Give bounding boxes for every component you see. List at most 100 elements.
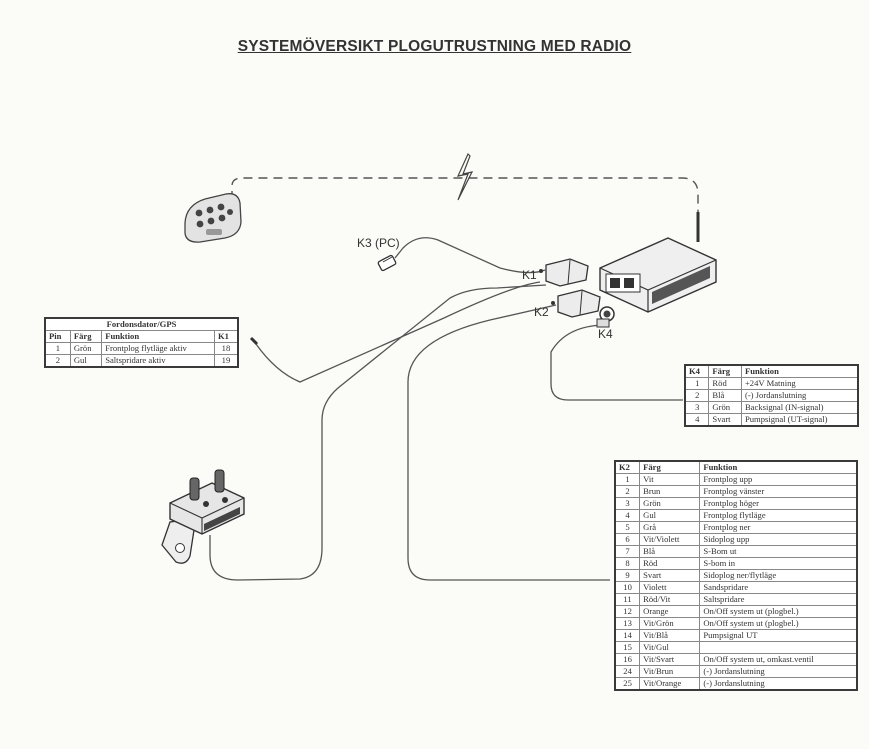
lightning-icon (456, 152, 474, 201)
pin-cell: 3 (684, 401, 710, 414)
header-cell: Funktion (101, 330, 215, 343)
k3-label: K3 (PC) (357, 236, 400, 250)
color-cell: Grön (69, 342, 103, 355)
k1-connector-icon (539, 258, 589, 287)
diagram-title: SYSTEMÖVERSIKT PLOGUTRUSTNING MED RADIO (237, 38, 632, 55)
function-cell: +24V Matning (740, 377, 859, 390)
function-cell: Pumpsignal (UT-signal) (740, 413, 859, 427)
color-cell: Grå (639, 521, 701, 534)
header-cell: Färg (69, 330, 103, 343)
k2-connector-icon (551, 289, 601, 318)
color-cell: Vit/Orange (639, 677, 701, 691)
k2-label: K2 (534, 305, 549, 319)
function-cell: Frontplog höger (699, 497, 858, 510)
function-cell: Sidoplog upp (699, 533, 858, 546)
pin-cell: 1 (44, 342, 71, 355)
pin-cell: 4 (684, 413, 710, 427)
color-cell: Röd (639, 557, 701, 570)
gps-cable (255, 281, 541, 383)
color-cell: Gul (69, 354, 103, 368)
pin-cell: 5 (614, 521, 641, 534)
gps-plug-icon (249, 336, 259, 346)
pin-cell: 3 (614, 497, 641, 510)
k2-cable (407, 304, 610, 581)
pin-cell: 8 (614, 557, 641, 570)
header-cell: Funktion (699, 460, 858, 474)
pin-cell: 13 (614, 617, 641, 630)
function-cell: S-bom in (699, 557, 858, 570)
function-cell: Frontplog vänster (699, 485, 858, 498)
pin-cell: 12 (614, 605, 641, 618)
pin-cell: 1 (614, 473, 641, 486)
k1-cell: 19 (213, 354, 239, 368)
color-cell: Röd (708, 377, 742, 390)
color-cell: Vit/Svart (639, 653, 701, 666)
k1-label: K1 (522, 268, 537, 282)
radio-link-line (231, 177, 699, 212)
color-cell: Violett (639, 581, 701, 594)
color-cell: Vit/Brun (639, 665, 701, 678)
color-cell: Vit/Gul (639, 641, 701, 654)
function-cell: (-) Jordanslutning (699, 665, 858, 678)
function-cell: Frontplog flytläge (699, 509, 858, 522)
pin-cell: 10 (614, 581, 641, 594)
pin-cell: 11 (614, 593, 641, 606)
pin-cell: 4 (614, 509, 641, 522)
function-cell: Saltspridare aktiv (101, 354, 215, 368)
function-cell: S-Bom ut (699, 545, 858, 558)
header-cell: Pin (44, 330, 71, 343)
k3-cable (394, 237, 546, 274)
color-cell: Svart (639, 569, 701, 582)
pin-cell: 2 (44, 354, 71, 368)
color-cell: Svart (708, 413, 742, 427)
color-cell: Grön (708, 401, 742, 414)
header-cell: Färg (708, 364, 742, 378)
pin-cell: 15 (614, 641, 641, 654)
color-cell: Vit/Blå (639, 629, 701, 642)
function-cell: Sidoplog ner/flytläge (699, 569, 858, 582)
k3-connector-icon (377, 254, 397, 272)
header-cell: Färg (639, 460, 701, 474)
pin-cell: 14 (614, 629, 641, 642)
header-cell: Funktion (740, 364, 859, 378)
function-cell: On/Off system ut, omkast.ventil (699, 653, 858, 666)
fordonsdator-caption: Fordonsdator/GPS (44, 317, 239, 331)
pin-cell: 2 (684, 389, 710, 402)
pin-cell: 6 (614, 533, 641, 546)
pin-cell: 24 (614, 665, 641, 678)
pin-cell: 25 (614, 677, 641, 691)
pin-cell: 16 (614, 653, 641, 666)
function-cell: Pumpsignal UT (699, 629, 858, 642)
color-cell: Orange (639, 605, 701, 618)
k4-label: K4 (598, 327, 613, 341)
color-cell: Brun (639, 485, 701, 498)
function-cell: Frontplog flytläge aktiv (101, 342, 215, 355)
function-cell: Frontplog upp (699, 473, 858, 486)
pin-cell: 1 (684, 377, 710, 390)
pin-cell: 7 (614, 545, 641, 558)
function-cell: (-) Jordanslutning (699, 677, 858, 691)
k4-connector-icon (596, 306, 615, 328)
header-cell: K1 (213, 330, 239, 343)
remote-control-icon (184, 193, 242, 243)
